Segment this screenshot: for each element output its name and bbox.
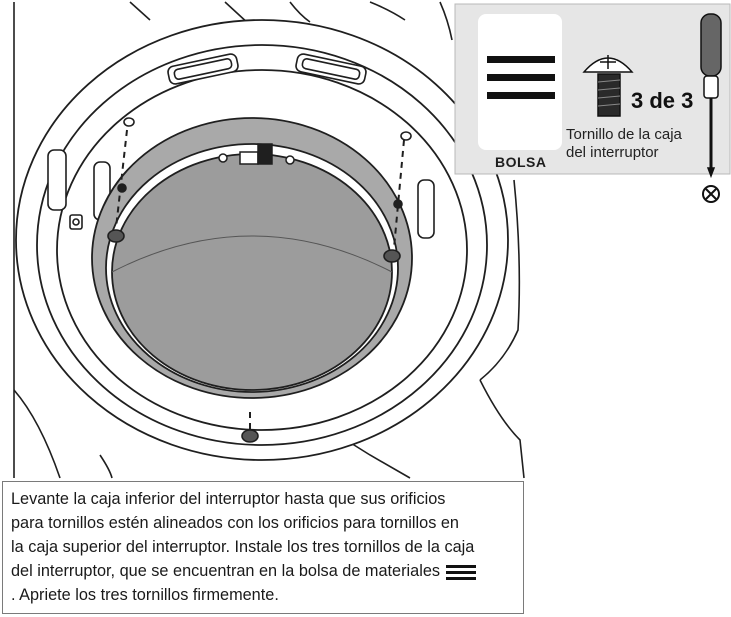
screw-top-right <box>400 131 412 141</box>
housing-slots <box>47 53 435 239</box>
caption-line: . Apriete los tres tornillos firmemente. <box>11 586 279 604</box>
screw-guides <box>115 129 405 432</box>
screw-left <box>107 229 125 243</box>
caption-line: del interruptor, que se encuentran en la… <box>11 562 441 580</box>
screw-name-line1: Tornillo de la caja <box>566 126 682 143</box>
screwdriver-icon <box>700 13 722 179</box>
caption-line: para tornillos estén alineados con los o… <box>11 514 459 532</box>
fan-body-outline <box>13 1 525 479</box>
screw-name: Tornillo de la caja del interruptor <box>566 126 716 162</box>
caption-line-with-bag: del interruptor, que se encuentran en la… <box>11 559 515 583</box>
caption-line: la caja superior del interruptor. Instal… <box>11 538 475 556</box>
screw-right <box>383 249 401 263</box>
screw-icon <box>582 55 634 117</box>
screw-count-label: 3 de 3 <box>631 88 694 113</box>
caption-line: Levante la caja inferior del interruptor… <box>11 490 446 508</box>
screw-top-left <box>123 117 135 127</box>
bag-icon <box>446 564 477 580</box>
bag-label: BOLSA <box>495 154 547 170</box>
screw-bottom <box>241 429 259 443</box>
screw-name-line2: del interruptor <box>566 144 659 161</box>
screws <box>107 117 412 443</box>
bag-icon <box>478 14 562 150</box>
lower-switch-housing <box>91 117 413 399</box>
instruction-caption: Levante la caja inferior del interruptor… <box>2 481 524 614</box>
phillips-head-icon <box>702 185 720 203</box>
switch-tab <box>218 143 295 165</box>
